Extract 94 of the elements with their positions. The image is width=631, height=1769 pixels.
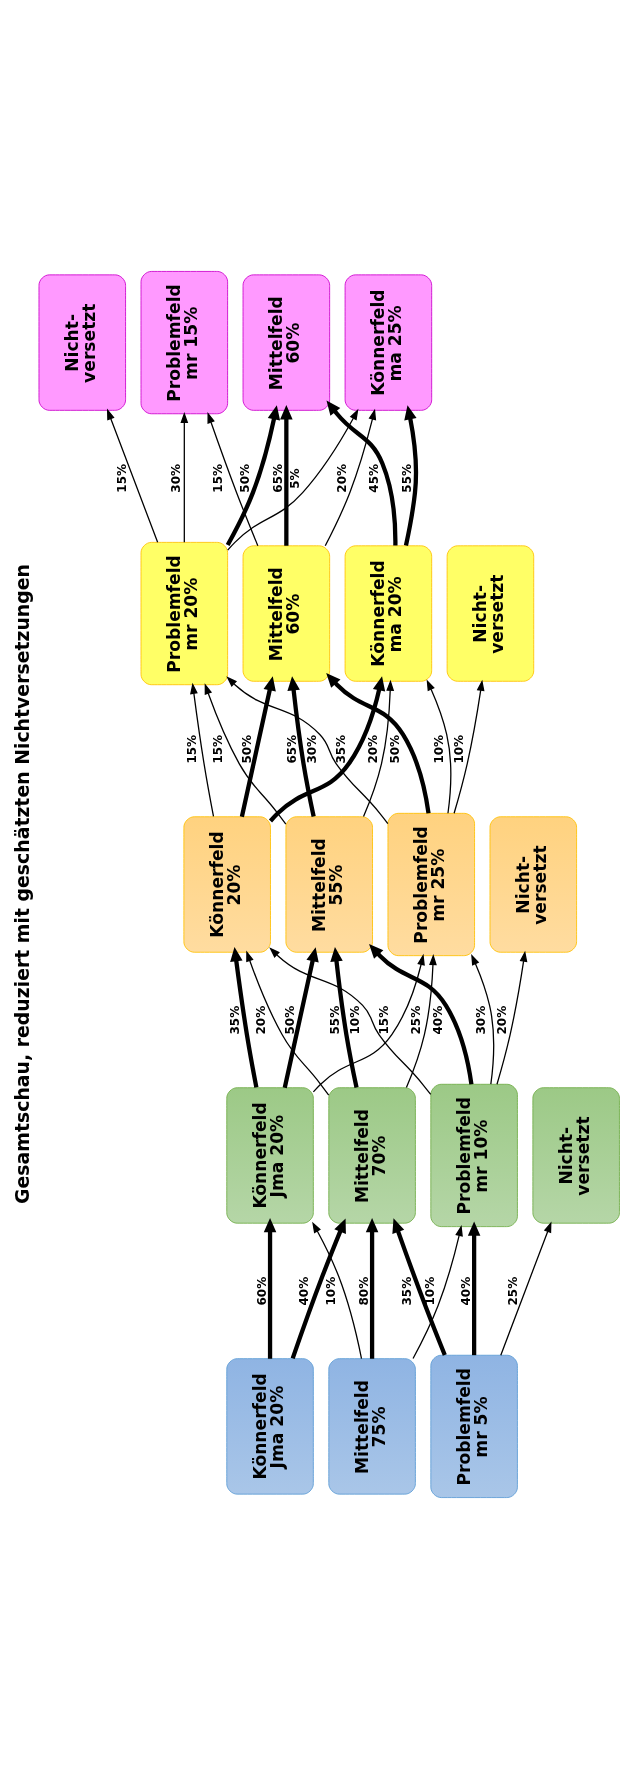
arrow xyxy=(330,947,359,1088)
edge-label: 10% xyxy=(452,734,467,764)
arrow xyxy=(500,1221,552,1356)
edge-label: 40% xyxy=(430,1005,445,1035)
arrow xyxy=(403,405,419,546)
arrow xyxy=(362,679,395,818)
edge-label: 50% xyxy=(283,1005,298,1035)
arrow xyxy=(287,676,316,817)
edge-label: 10% xyxy=(431,734,446,764)
node-box: Mittelfeld 75% xyxy=(328,1358,416,1495)
node-box: Nicht- versetzt xyxy=(38,274,126,411)
node-box: Mittelfeld 55% xyxy=(285,816,373,953)
edge-label: 50% xyxy=(387,734,402,764)
edge-label: 25% xyxy=(506,1276,521,1306)
edge-label: 30% xyxy=(304,734,319,764)
arrow xyxy=(239,676,276,818)
arrow xyxy=(207,412,259,547)
node-box: Könnerfeld 20% xyxy=(183,816,271,953)
edge-label: 10% xyxy=(323,1276,338,1306)
arrow xyxy=(471,954,495,1085)
node-box: Könnerfeld Jma 20% xyxy=(226,1358,314,1495)
edge-label: 15% xyxy=(184,734,199,764)
edge-label: 30% xyxy=(169,463,184,493)
arrow xyxy=(225,405,281,546)
edge-label: 35% xyxy=(399,1276,414,1306)
edge-label: 40% xyxy=(296,1276,311,1306)
arrow xyxy=(246,950,330,1096)
arrow xyxy=(369,943,474,1085)
node-box: Mittelfeld 70% xyxy=(328,1087,416,1224)
arrow xyxy=(412,1225,463,1360)
edge-label: 15% xyxy=(115,463,130,493)
arrow xyxy=(226,676,389,825)
node-box: Könnerfeld ma 20% xyxy=(344,545,433,682)
edge-label: 50% xyxy=(240,734,255,764)
edge-label: 20% xyxy=(366,734,381,764)
arrow xyxy=(326,400,398,546)
edge-label: 55% xyxy=(399,463,414,493)
edge-label: 15% xyxy=(211,734,226,764)
edge-label: 65% xyxy=(284,734,299,764)
arrow xyxy=(230,947,259,1088)
arrow xyxy=(453,679,485,814)
edge-label: 25% xyxy=(409,1005,424,1035)
arrow xyxy=(312,1221,363,1360)
node-box: Problemfeld mr 25% xyxy=(387,812,475,957)
node-box: Nicht- versetzt xyxy=(489,816,577,953)
arrow xyxy=(106,408,159,543)
edge-label: 10% xyxy=(347,1005,362,1035)
edge-label: 45% xyxy=(367,463,382,493)
edge-label: 20% xyxy=(254,1005,269,1035)
edge-label: 50% xyxy=(237,463,252,493)
arrow xyxy=(326,673,431,814)
edge-label: 55% xyxy=(327,1005,342,1035)
arrow xyxy=(268,676,386,823)
edge-label: 65% xyxy=(271,463,286,493)
edge-label: 20% xyxy=(495,1005,510,1035)
edge-label: 5% xyxy=(287,468,302,489)
edge-label: 20% xyxy=(334,463,349,493)
node-box: Mittelfeld 60% xyxy=(242,545,331,682)
edge-label: 10% xyxy=(423,1276,437,1306)
edge-label: 40% xyxy=(459,1276,474,1306)
node-box: Problemfeld mr 5% xyxy=(430,1354,518,1498)
arrow xyxy=(312,953,425,1093)
node-box: Könnerfeld ma 25% xyxy=(344,274,433,411)
node-box: Problemfeld mr 15% xyxy=(140,271,229,415)
node-box: Könnerfeld Jma 20% xyxy=(226,1087,314,1224)
edge-label: 80% xyxy=(356,1276,371,1306)
arrow xyxy=(392,1218,447,1356)
arrow xyxy=(227,408,359,551)
edge-label: 15% xyxy=(211,463,226,493)
arrow xyxy=(190,682,215,818)
node-box: Nicht- versetzt xyxy=(532,1087,620,1224)
node-box: Problemfeld mr 20% xyxy=(140,541,229,686)
arrow xyxy=(290,1218,346,1360)
arrow xyxy=(282,947,319,1089)
edge-label: 30% xyxy=(474,1005,489,1035)
node-box: Problemfeld mr 10% xyxy=(430,1083,518,1228)
arrow xyxy=(280,405,293,546)
node-box: Mittelfeld 60% xyxy=(242,274,331,411)
arrow xyxy=(180,411,189,543)
arrow xyxy=(467,1221,481,1356)
arrow xyxy=(324,408,377,547)
arrow xyxy=(204,683,287,825)
diagram-title: Gesamtschau, reduziert mit geschätzten Nichtversetzungen xyxy=(11,563,34,1204)
node-box: Nicht- versetzt xyxy=(446,545,535,682)
arrow xyxy=(269,947,432,1096)
arrow xyxy=(365,1217,379,1359)
edge-label: 35% xyxy=(333,734,348,764)
edge-label: 60% xyxy=(254,1276,269,1306)
arrow xyxy=(263,1218,277,1359)
arrow xyxy=(405,953,437,1089)
edge-label: 15% xyxy=(376,1005,391,1035)
arrow xyxy=(496,950,528,1085)
arrow xyxy=(426,679,452,814)
edge-label: 35% xyxy=(227,1005,242,1035)
